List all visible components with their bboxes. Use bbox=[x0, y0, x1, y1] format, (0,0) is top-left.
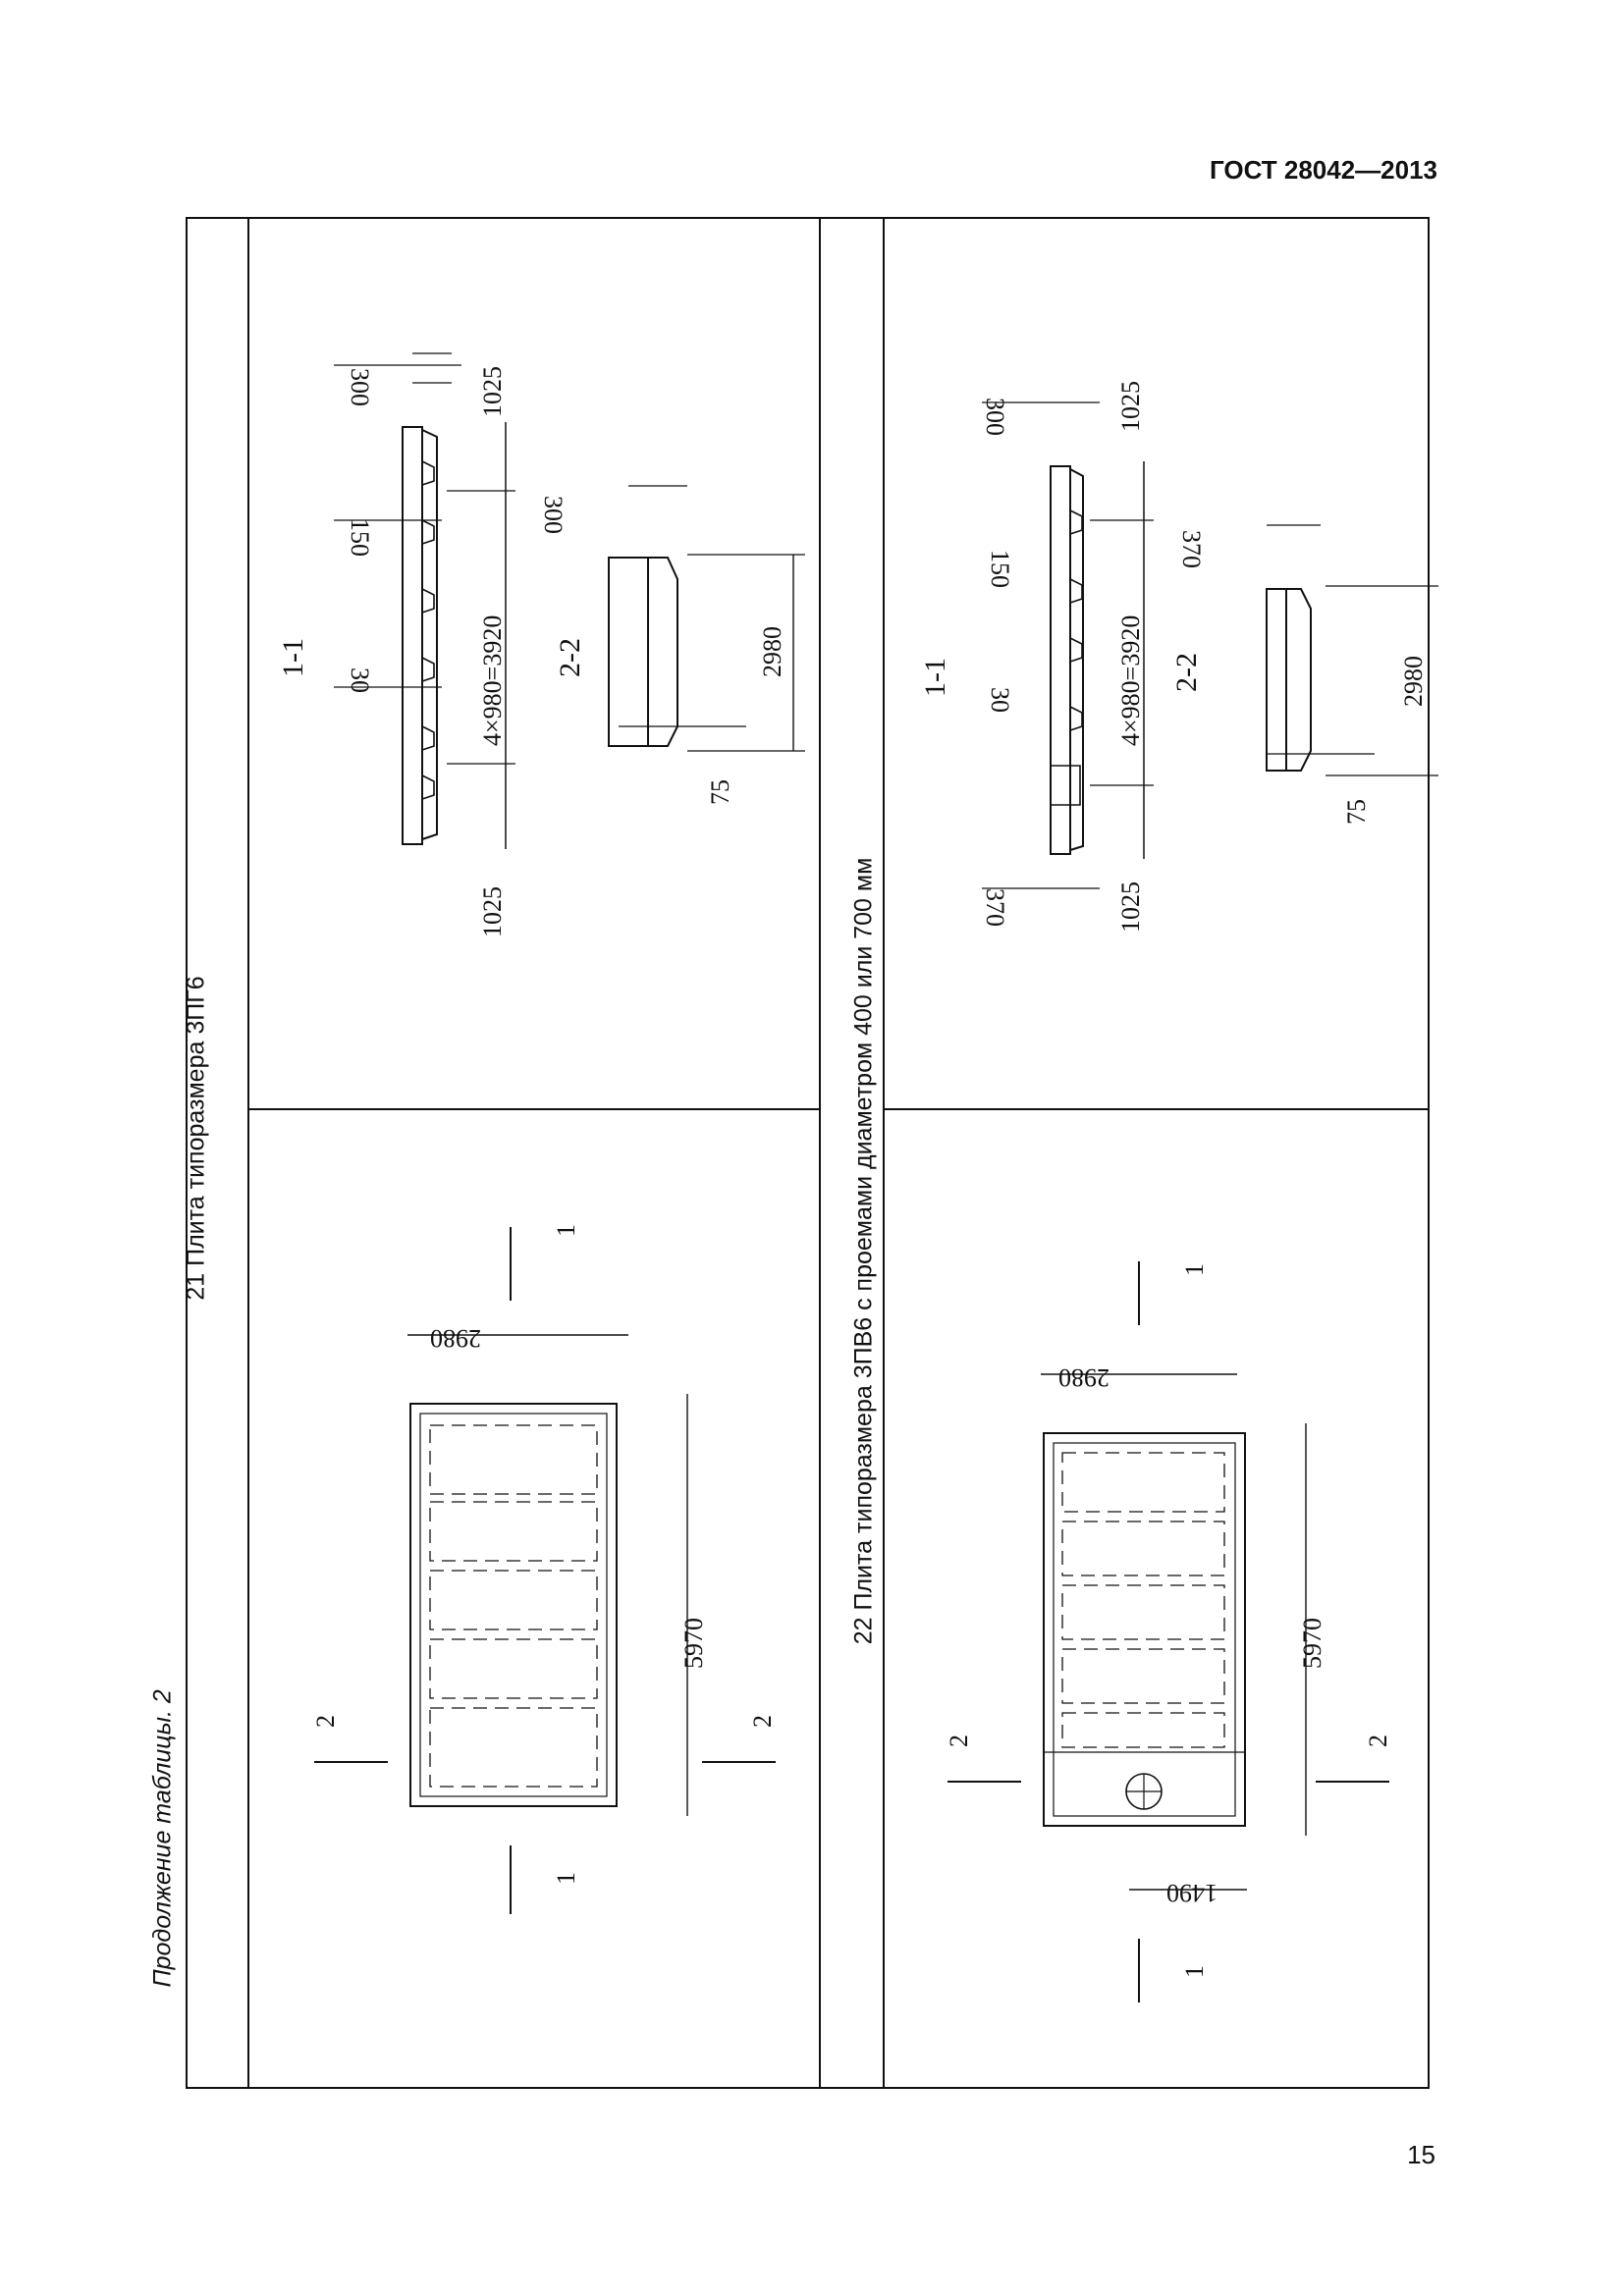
row22-rib: 150 bbox=[986, 550, 1014, 588]
row22-s22-edge: 75 bbox=[1342, 799, 1371, 825]
row22-span: 4×980=3920 bbox=[1116, 615, 1145, 746]
row21-label-2-2: 2-2 bbox=[554, 638, 586, 677]
row22-sec1-top: 1 bbox=[1180, 1263, 1209, 1276]
row21-end-right: 1025 bbox=[478, 366, 507, 417]
row22-label-2-2: 2-2 bbox=[1170, 653, 1203, 692]
row22-section-2-2 bbox=[1266, 524, 1438, 776]
row21-s22-height: 300 bbox=[539, 496, 568, 534]
row22-label-1-1: 1-1 bbox=[919, 658, 951, 697]
row22-plan-opening: 1490 bbox=[1166, 1879, 1218, 1907]
row22-end-right: 1025 bbox=[1116, 381, 1145, 432]
row22-sec1-bottom: 1 bbox=[1180, 1965, 1209, 1978]
row21-label-1-1: 1-1 bbox=[277, 638, 309, 677]
row22-sec2-left: 2 bbox=[945, 1735, 973, 1747]
row22-plan-length: 5970 bbox=[1298, 1618, 1326, 1669]
row21-rib: 150 bbox=[346, 518, 374, 557]
row22-section-1-1 bbox=[982, 401, 1154, 889]
row22-end-left: 1025 bbox=[1116, 881, 1145, 933]
row21-sec2-right: 2 bbox=[748, 1715, 777, 1728]
row22-sec2-right: 2 bbox=[1364, 1735, 1392, 1747]
row21-section-1-1 bbox=[334, 352, 515, 849]
row22-plan-width: 2980 bbox=[1058, 1363, 1110, 1392]
row21-sec2-left: 2 bbox=[311, 1715, 340, 1728]
table-frame bbox=[186, 217, 1430, 2089]
page-number: 15 bbox=[1407, 2140, 1435, 2169]
row22-plan bbox=[947, 1261, 1389, 2002]
row21-height: 300 bbox=[346, 368, 374, 406]
standard-header: ГОСТ 28042—2013 bbox=[1210, 155, 1437, 185]
row21-plan bbox=[314, 1227, 776, 1914]
row22-s22-height: 370 bbox=[1177, 530, 1206, 568]
row21-section-2-2 bbox=[608, 485, 805, 752]
row21-s22-edge: 75 bbox=[706, 779, 734, 805]
row21-s22-width: 2980 bbox=[758, 626, 786, 677]
row21-span: 4×980=3920 bbox=[478, 615, 507, 746]
row21-plan-width: 2980 bbox=[430, 1324, 481, 1353]
row21-thick: 30 bbox=[346, 667, 374, 693]
row21-sec1-bottom: 1 bbox=[552, 1872, 580, 1885]
row21-plan-length: 5970 bbox=[679, 1618, 708, 1669]
row22-height-right: 300 bbox=[981, 398, 1009, 436]
row21-sec1-top: 1 bbox=[552, 1224, 580, 1237]
row22-s22-width: 2980 bbox=[1399, 656, 1428, 707]
row21-end-left: 1025 bbox=[478, 886, 507, 937]
row22-thick: 30 bbox=[986, 687, 1014, 713]
row22-height-left: 370 bbox=[981, 888, 1009, 927]
